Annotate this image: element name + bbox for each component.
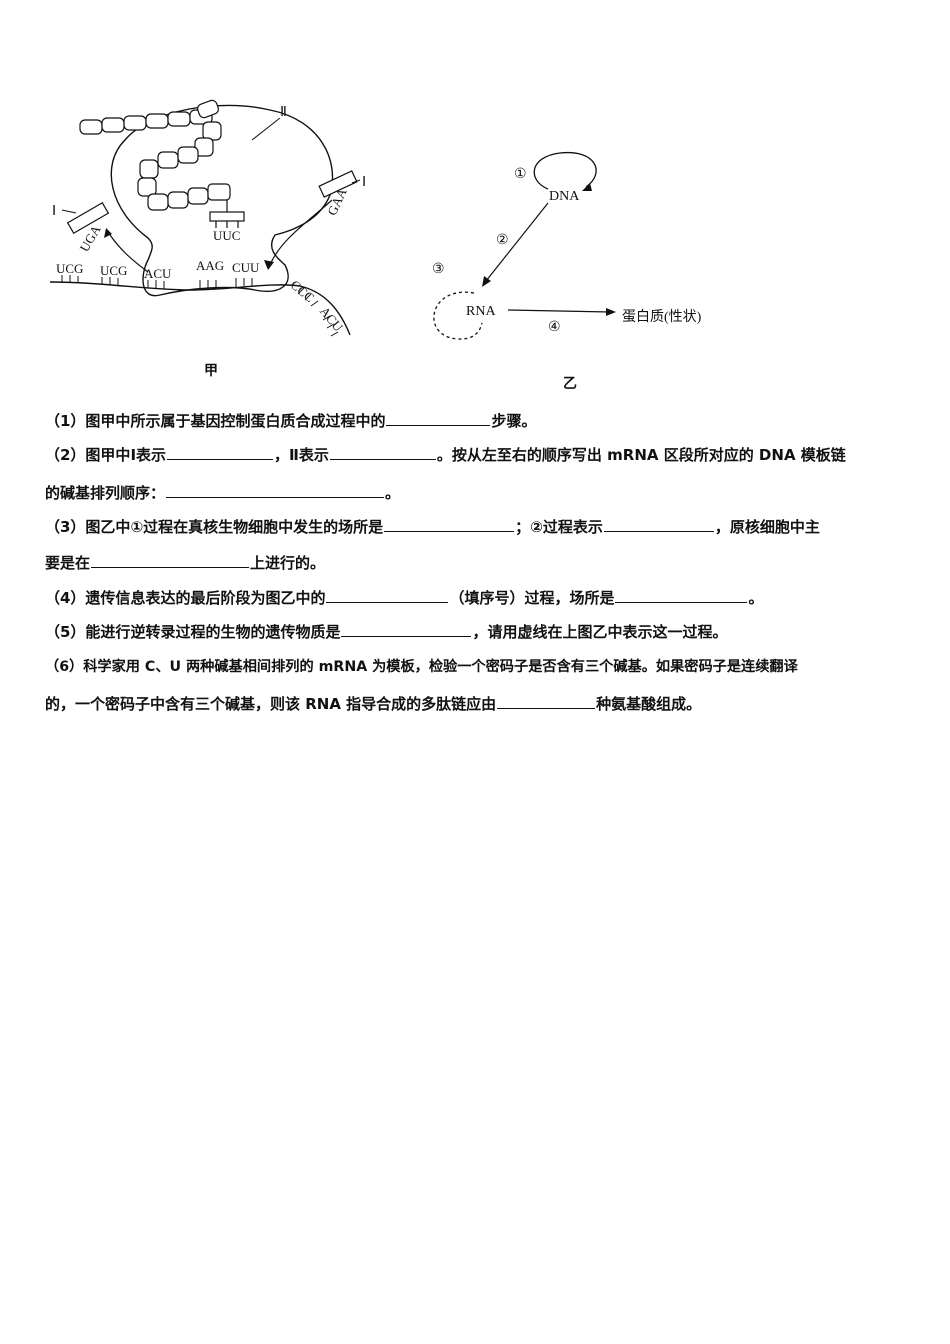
label-I-right: Ⅰ: [362, 175, 366, 190]
step-1-label: ①: [514, 167, 527, 182]
q4-text-c: 。: [748, 589, 764, 607]
q3-text-a: （3）图乙中①过程在真核生物细胞中发生的场所是: [45, 518, 384, 536]
translation-arrow: [507, 309, 611, 313]
figure-jia-caption: 甲: [204, 363, 218, 379]
q2-text-c: 。按从左至右的顺序写出 mRNA 区段所对应的 DNA 模板链: [436, 446, 846, 464]
q3-text-b: ；②过程表示: [515, 518, 603, 536]
q2-blank-2[interactable]: [329, 441, 436, 460]
q1-blank-1[interactable]: [386, 407, 491, 426]
q2-text-b: ，Ⅱ表示: [274, 446, 329, 464]
dna-label: DNA: [549, 189, 580, 204]
question-5: （5）能进行逆转录过程的生物的遗传物质是 ，请用虚线在上图乙中表示这一过程。: [45, 615, 915, 649]
q5-text-a: （5）能进行逆转录过程的生物的遗传物质是: [45, 623, 341, 641]
q2-text-e: 。: [385, 484, 401, 502]
question-6-cont: 的，一个密码子中含有三个碱基，则该 RNA 指导合成的多肽链应由 种氨基酸组成。: [45, 687, 915, 721]
question-4: （4）遗传信息表达的最后阶段为图乙中的 （填序号）过程，场所是 。: [45, 581, 915, 615]
q5-text-b: ，请用虚线在上图乙中表示这一过程。: [472, 623, 728, 641]
codon-3: ACU: [144, 266, 172, 281]
q3-blank-1[interactable]: [384, 513, 515, 532]
replication-loop: [533, 151, 597, 190]
q4-text-a: （4）遗传信息表达的最后阶段为图乙中的: [45, 589, 326, 607]
q3-text-e: 上进行的。: [250, 554, 326, 572]
anticodon-mid: UUC: [213, 228, 240, 243]
protein-label: 蛋白质(性状): [622, 309, 702, 325]
q6-blank-1[interactable]: [497, 690, 596, 709]
q2-blank-3[interactable]: [166, 479, 385, 498]
step-3-label: ③: [432, 262, 445, 277]
q3-blank-2[interactable]: [603, 513, 714, 532]
trna-middle: [209, 200, 245, 228]
q2-blank-1[interactable]: [167, 441, 274, 460]
question-1: （1）图甲中所示属于基因控制蛋白质合成过程中的 步骤。: [45, 404, 915, 438]
q3-text-d: 要是在: [45, 554, 91, 572]
q2-text-a: （2）图甲中Ⅰ表示: [45, 446, 167, 464]
step-2-label: ②: [496, 233, 509, 248]
question-2-cont: 的碱基排列顺序： 。: [45, 476, 915, 510]
label-I-left: Ⅰ: [52, 204, 56, 219]
q6-text-c: 种氨基酸组成。: [596, 695, 702, 713]
trna-exit-arrow: [107, 231, 149, 273]
codon-7: ACU: [317, 304, 347, 335]
trna-right: [318, 170, 358, 198]
q6-text-a: （6）科学家用 C、U 两种碱基相间排列的 mRNA 为模板，检验一个密码子是否…: [45, 659, 798, 675]
transcription-arrow: [485, 202, 549, 282]
q1-text-b: 步骤。: [491, 412, 537, 430]
codon-6: CCC: [288, 277, 318, 305]
q5-blank-1[interactable]: [341, 618, 472, 637]
q4-blank-2[interactable]: [615, 584, 748, 603]
mrna-strand: [49, 281, 351, 336]
label-II: Ⅱ: [280, 105, 287, 120]
rna-label: RNA: [466, 304, 496, 319]
codon-1: UCG: [56, 261, 83, 276]
q1-text-a: （1）图甲中所示属于基因控制蛋白质合成过程中的: [45, 412, 386, 430]
polypeptide-chain: [79, 99, 231, 211]
q6-text-b: 的，一个密码子中含有三个碱基，则该 RNA 指导合成的多肽链应由: [45, 695, 497, 713]
codon-4: AAG: [196, 258, 224, 273]
figure-yi-caption: 乙: [563, 376, 577, 392]
question-2: （2）图甲中Ⅰ表示 ，Ⅱ表示 。按从左至右的顺序写出 mRNA 区段所对应的 DNA…: [45, 438, 915, 472]
question-6: （6）科学家用 C、U 两种碱基相间排列的 mRNA 为模板，检验一个密码子是否…: [45, 650, 915, 684]
q3-blank-3[interactable]: [91, 549, 250, 568]
codon-2: UCG: [100, 263, 127, 278]
q3-text-c: ，原核细胞中主: [714, 518, 820, 536]
q4-blank-1[interactable]: [326, 584, 449, 603]
trna-entry-arrow: [269, 199, 333, 266]
q2-text-d: 的碱基排列顺序：: [45, 484, 166, 502]
trna-left: [66, 201, 110, 235]
rna-replication-loop: [433, 291, 483, 340]
question-3: （3）图乙中①过程在真核生物细胞中发生的场所是 ；②过程表示 ，原核细胞中主: [45, 510, 915, 544]
codon-5: CUU: [232, 260, 260, 275]
step-4-label: ④: [548, 320, 561, 335]
question-3-cont: 要是在 上进行的。: [45, 546, 915, 580]
central-dogma-diagram: DNA ① ② ③ RNA ④ 蛋白质(性状): [432, 151, 702, 340]
q4-text-b: （填序号）过程，场所是: [449, 589, 615, 607]
translation-diagram: UUC UGA Ⅰ GAA Ⅰ Ⅱ UCG UCG ACU AAG CUU CC…: [49, 99, 366, 337]
